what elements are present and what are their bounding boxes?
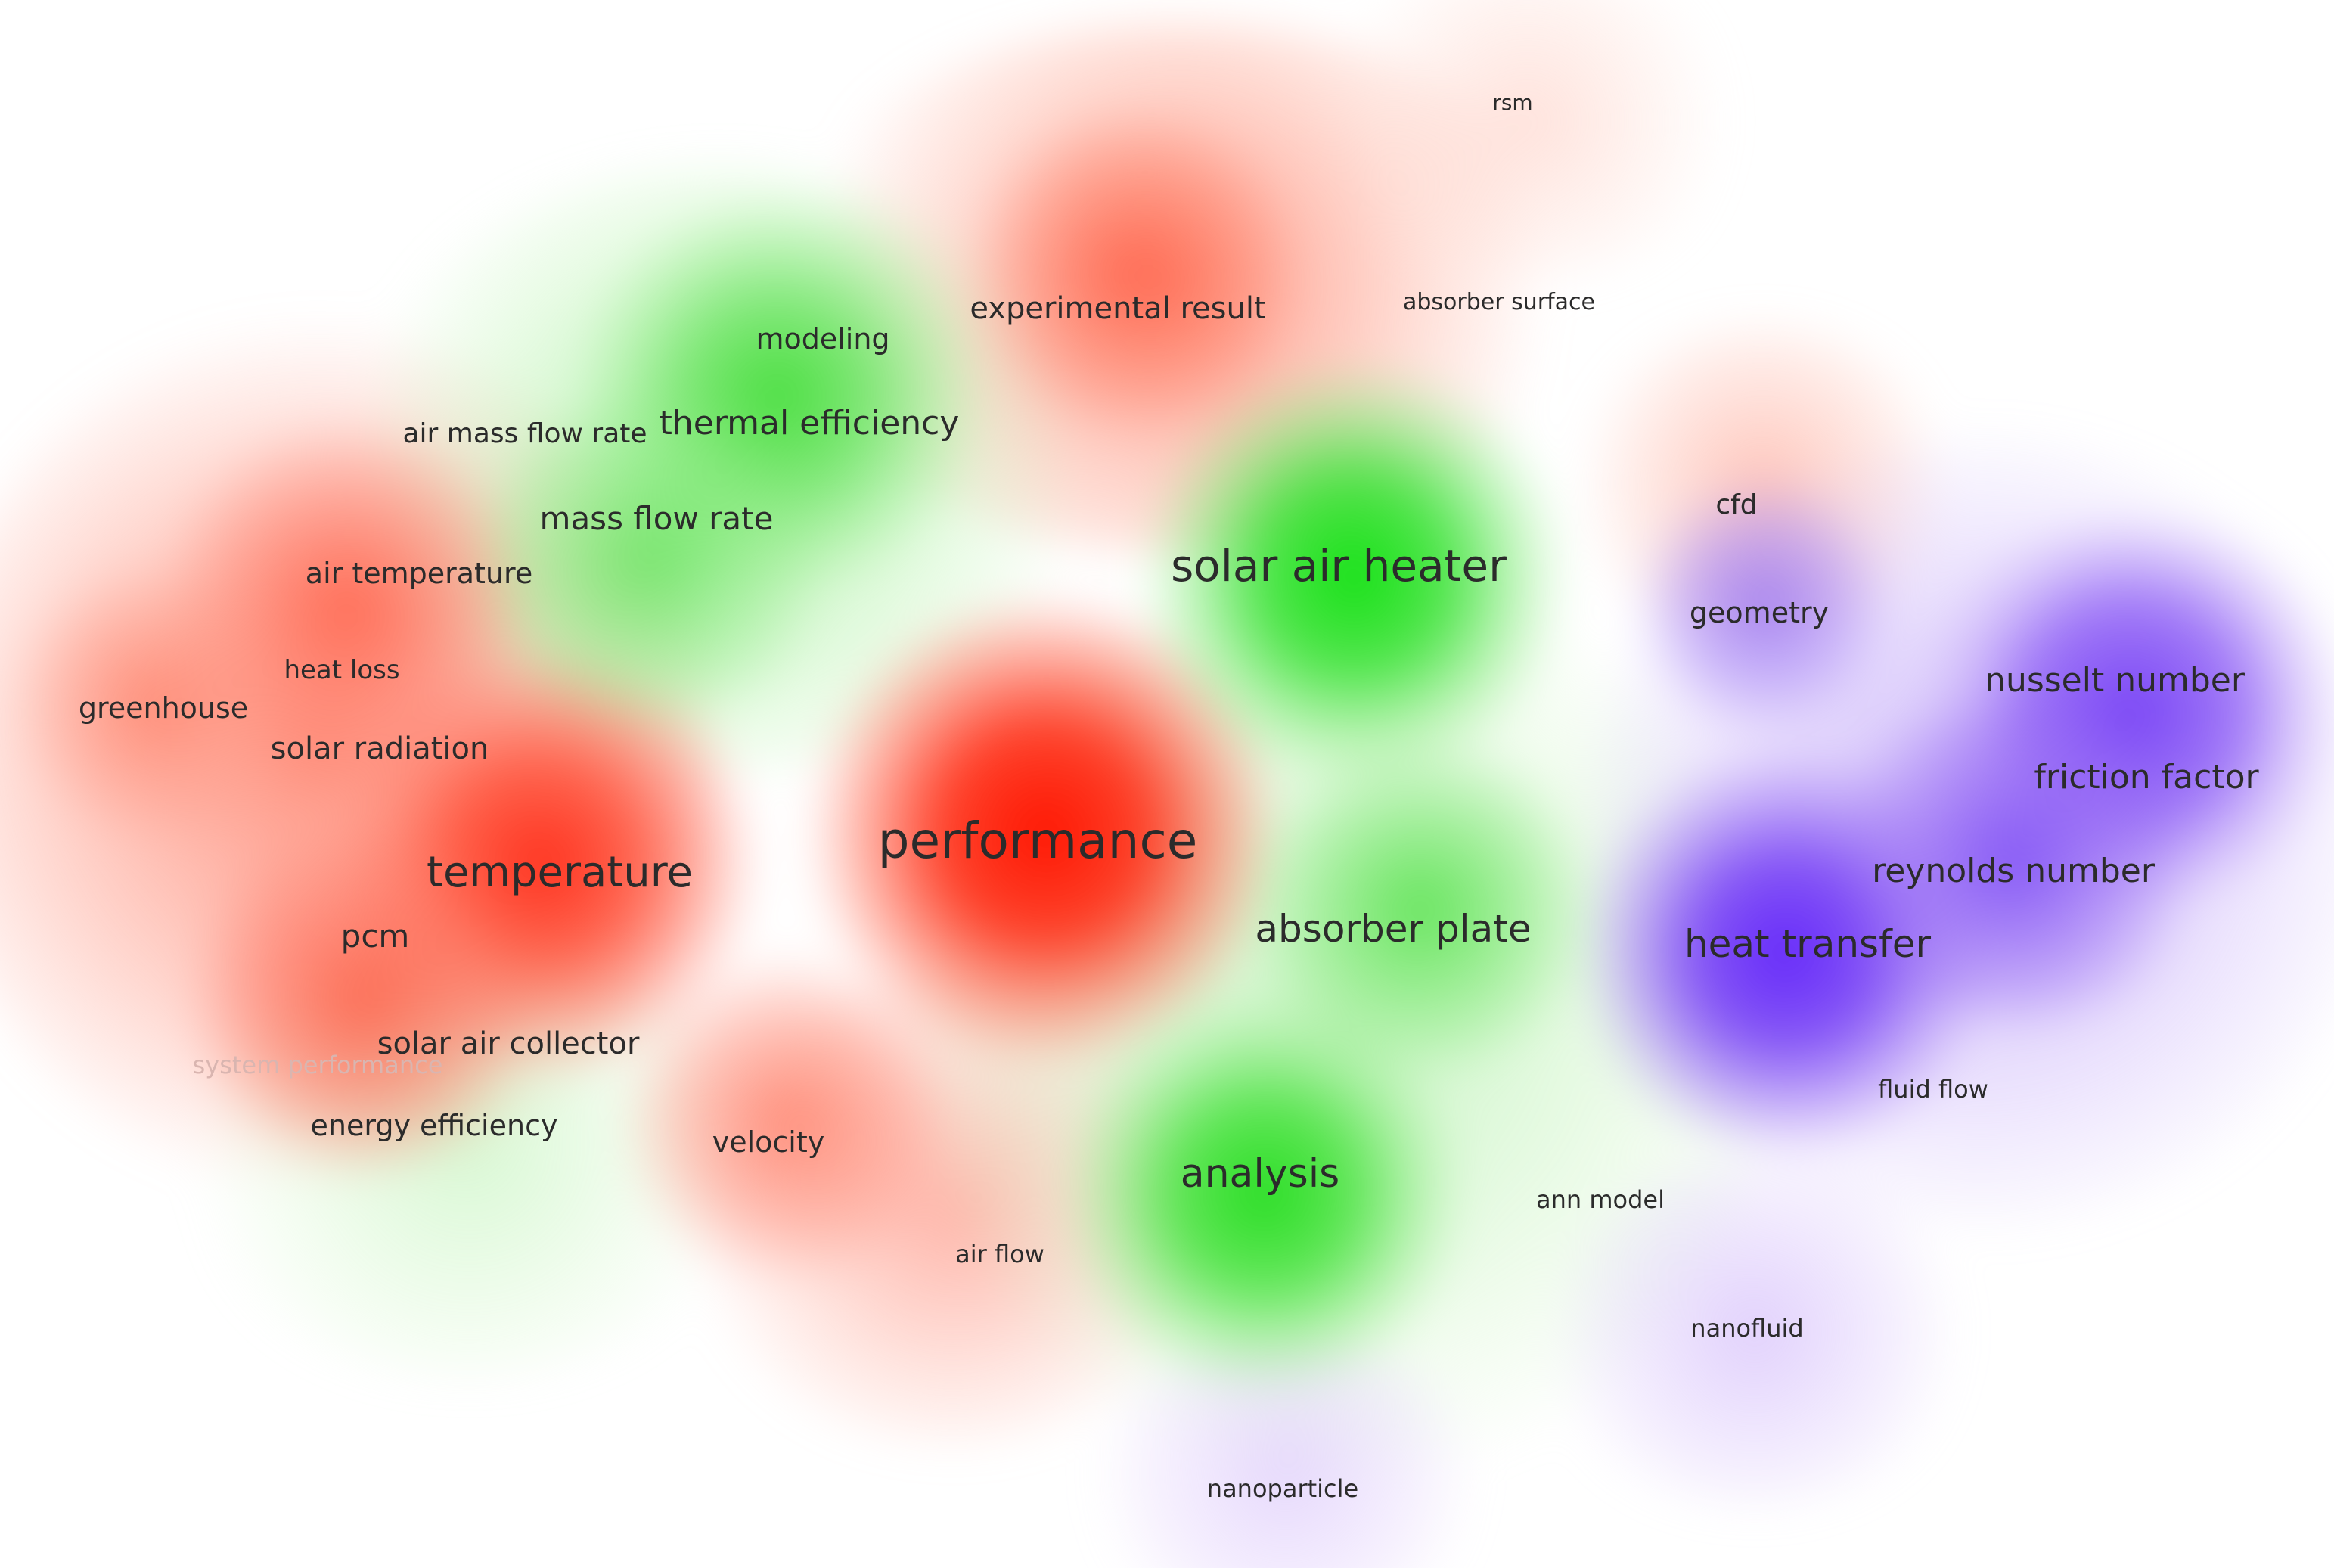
term-air-temperature[interactable]: air temperature	[305, 557, 533, 590]
term-nanofluid[interactable]: nanofluid	[1690, 1314, 1804, 1343]
term-temperature[interactable]: temperature	[427, 848, 693, 897]
term-reynolds-number[interactable]: reynolds number	[1872, 852, 2155, 890]
term-cfd[interactable]: cfd	[1715, 489, 1758, 520]
hotspot-reynolds-number	[1800, 703, 2224, 1021]
term-solar-air-collector[interactable]: solar air collector	[377, 1026, 640, 1061]
term-solar-radiation[interactable]: solar radiation	[270, 731, 489, 766]
term-absorber-surface[interactable]: absorber surface	[1403, 289, 1595, 315]
term-air-mass-flow-rate[interactable]: air mass flow rate	[402, 418, 647, 449]
term-velocity[interactable]: velocity	[712, 1126, 825, 1159]
term-experimental-result[interactable]: experimental result	[970, 291, 1266, 326]
term-analysis[interactable]: analysis	[1180, 1151, 1340, 1197]
term-fluid-flow[interactable]: fluid flow	[1878, 1075, 1988, 1104]
hotspot-solar-air-heater	[1142, 363, 1566, 787]
term-greenhouse[interactable]: greenhouse	[78, 691, 249, 725]
term-modeling[interactable]: modeling	[756, 322, 890, 356]
term-heat-loss[interactable]: heat loss	[284, 655, 400, 685]
term-absorber-plate[interactable]: absorber plate	[1255, 907, 1532, 951]
hotspot-mass-flow-rate	[454, 393, 847, 726]
term-air-flow[interactable]: air flow	[955, 1240, 1044, 1268]
hotspot-greenhouse	[8, 560, 295, 847]
density-purple-nanofluid	[1543, 1157, 1966, 1505]
term-ann-model[interactable]: ann model	[1536, 1185, 1665, 1214]
term-pcm[interactable]: pcm	[340, 918, 410, 955]
term-mass-flow-rate[interactable]: mass flow rate	[539, 500, 774, 537]
term-heat-transfer[interactable]: heat transfer	[1684, 922, 1932, 966]
term-energy-efficiency[interactable]: energy efficiency	[310, 1109, 558, 1142]
term-system-performance[interactable]: system performance	[192, 1051, 443, 1079]
term-nanoparticle[interactable]: nanoparticle	[1206, 1474, 1359, 1503]
hotspot-experimental-result	[953, 113, 1316, 431]
term-friction-factor[interactable]: friction factor	[2034, 758, 2259, 796]
term-geometry[interactable]: geometry	[1689, 596, 1830, 629]
hotspot-velocity	[620, 945, 953, 1293]
term-rsm[interactable]: rsm	[1492, 90, 1533, 115]
term-nusselt-number[interactable]: nusselt number	[1985, 661, 2245, 700]
term-solar-air-heater[interactable]: solar air heater	[1171, 540, 1507, 591]
term-performance[interactable]: performance	[877, 812, 1198, 870]
term-thermal-efficiency[interactable]: thermal efficiency	[659, 404, 960, 442]
hotspot-pcm	[174, 824, 552, 1172]
hotspot-geometry	[1626, 477, 1898, 734]
hotspot-absorber-plate	[1233, 741, 1611, 1074]
density-red-rsm	[1316, 0, 1740, 280]
